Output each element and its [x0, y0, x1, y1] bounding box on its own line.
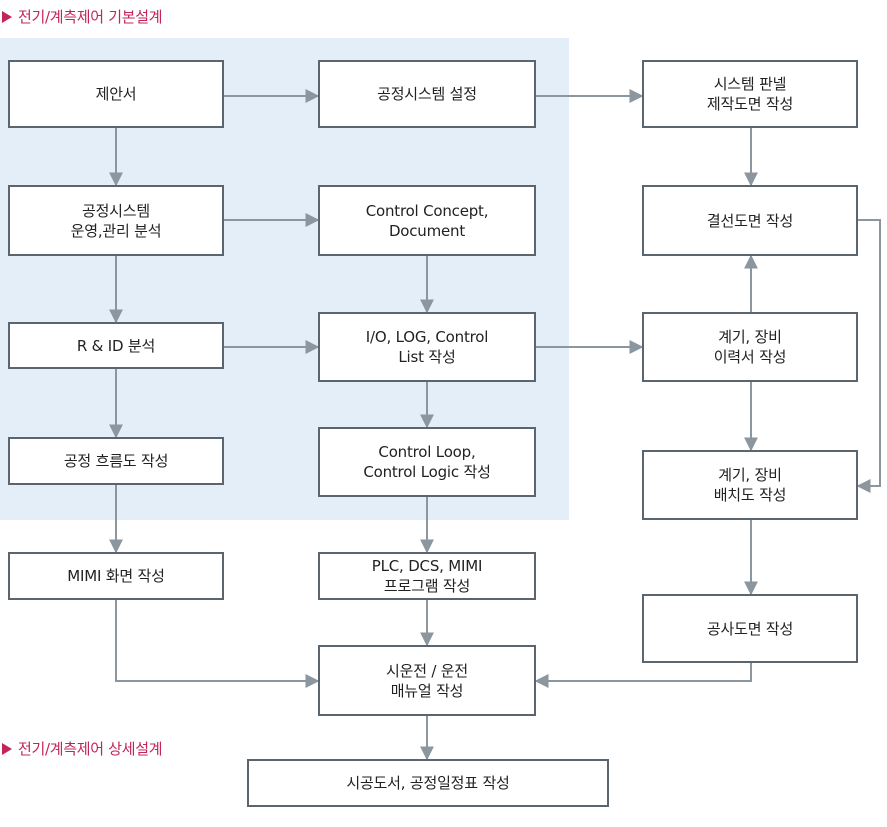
rid-analysis-box: R & ID 분석 [8, 322, 224, 369]
arrow-wiring-to-layout [856, 219, 881, 493]
triangle-icon [2, 10, 12, 23]
basic-design-heading: 전기/계측제어 기본설계 [2, 6, 163, 27]
equipment-history-box: 계기, 장비 이력서 작성 [642, 312, 858, 382]
arrow-construction-to-manual [534, 663, 752, 688]
triangle-icon [2, 742, 12, 755]
panel-drawing-box: 시스템 판넬 제작도면 작성 [642, 60, 858, 128]
process-system-setup-box: 공정시스템 설정 [318, 60, 536, 128]
mimi-screen-box: MIMI 화면 작성 [8, 552, 224, 600]
process-flow-box: 공정 흐름도 작성 [8, 437, 224, 485]
manual-box: 시운전 / 운전 매뉴얼 작성 [318, 645, 536, 716]
basic-design-heading-text: 전기/계측제어 기본설계 [18, 8, 163, 26]
io-list-box: I/O, LOG, Control List 작성 [318, 312, 536, 382]
construction-drawing-box: 공사도면 작성 [642, 594, 858, 663]
detail-design-heading: 전기/계측제어 상세설계 [2, 738, 163, 759]
wiring-drawing-box: 결선도면 작성 [642, 185, 858, 256]
arrow-mimi-to-manual [115, 600, 320, 688]
detail-design-heading-text: 전기/계측제어 상세설계 [18, 740, 163, 758]
control-concept-box: Control Concept, Document [318, 185, 536, 256]
proposal-box: 제안서 [8, 60, 224, 128]
plc-program-box: PLC, DCS, MIMI 프로그램 작성 [318, 552, 536, 600]
final-doc-box: 시공도서, 공정일정표 작성 [247, 759, 609, 807]
ops-analysis-box: 공정시스템 운영,관리 분석 [8, 185, 224, 256]
control-loop-box: Control Loop, Control Logic 작성 [318, 427, 536, 497]
equipment-layout-box: 계기, 장비 배치도 작성 [642, 450, 858, 520]
